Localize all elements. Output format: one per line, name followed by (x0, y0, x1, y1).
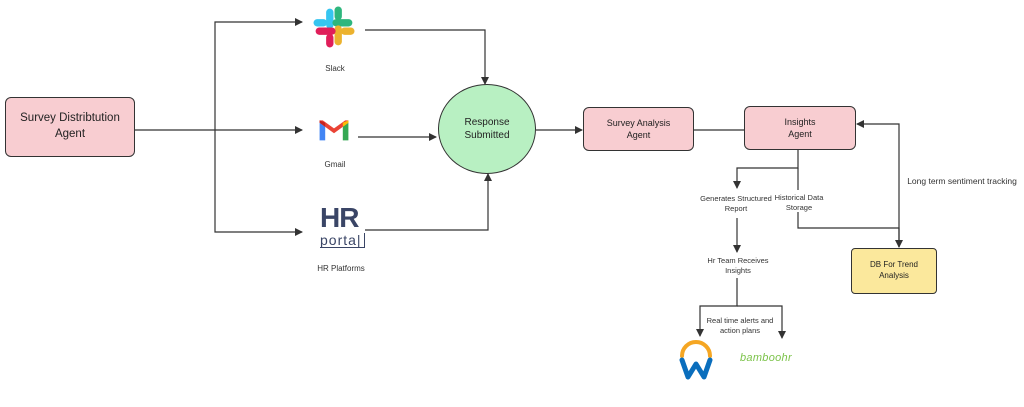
hr-team-receives-label: Hr Team Receives Insights (707, 256, 769, 275)
slack-icon (313, 6, 355, 48)
hr-portal-icon: HR porta| (320, 204, 365, 249)
workday-icon (679, 340, 713, 380)
realtime-alerts-label: Real time alerts and action plans (706, 316, 774, 335)
hr-logo-bottom: porta| (320, 233, 365, 248)
long-term-tracking-label: Long term sentiment tracking (907, 176, 1017, 186)
edge-storage-db (797, 212, 903, 248)
edge-distribution-slack (214, 18, 303, 130)
db-trend-analysis-label: DB For Trend Analysis (869, 260, 918, 280)
edge-distribution-hr (214, 130, 303, 236)
edge-db-insights (856, 120, 900, 247)
historical-storage-label: Historical Data Storage (774, 193, 824, 212)
edge-hrteam-bamboo (737, 305, 786, 339)
edge-hrteam-alerts (696, 278, 738, 337)
survey-analysis-agent-node[interactable]: Survey Analysis Agent (583, 107, 694, 151)
generates-report-label: Generates Structured Report (700, 194, 772, 213)
insights-agent-node[interactable]: Insights Agent (744, 106, 856, 150)
survey-distribution-agent-node[interactable]: Survey Distribtution Agent (5, 97, 135, 157)
response-submitted-node[interactable]: Response Submitted (438, 84, 536, 174)
slack-label: Slack (325, 64, 345, 73)
survey-distribution-agent-label: Survey Distribtution Agent (20, 112, 120, 140)
gmail-icon (319, 120, 349, 141)
hr-platforms-label: HR Platforms (317, 264, 365, 273)
edge-slack-response (365, 29, 489, 85)
edge-insights-branch (733, 150, 799, 189)
edge-hr-response (365, 173, 492, 231)
bamboohr-icon: bamboohr (740, 352, 792, 364)
insights-agent-label: Insights Agent (784, 116, 816, 139)
db-trend-analysis-node[interactable]: DB For Trend Analysis (851, 248, 937, 294)
survey-analysis-agent-label: Survey Analysis Agent (606, 117, 671, 140)
gmail-label: Gmail (324, 160, 346, 169)
response-submitted-label: Response Submitted (464, 116, 510, 142)
hr-logo-top: HR (320, 202, 359, 233)
